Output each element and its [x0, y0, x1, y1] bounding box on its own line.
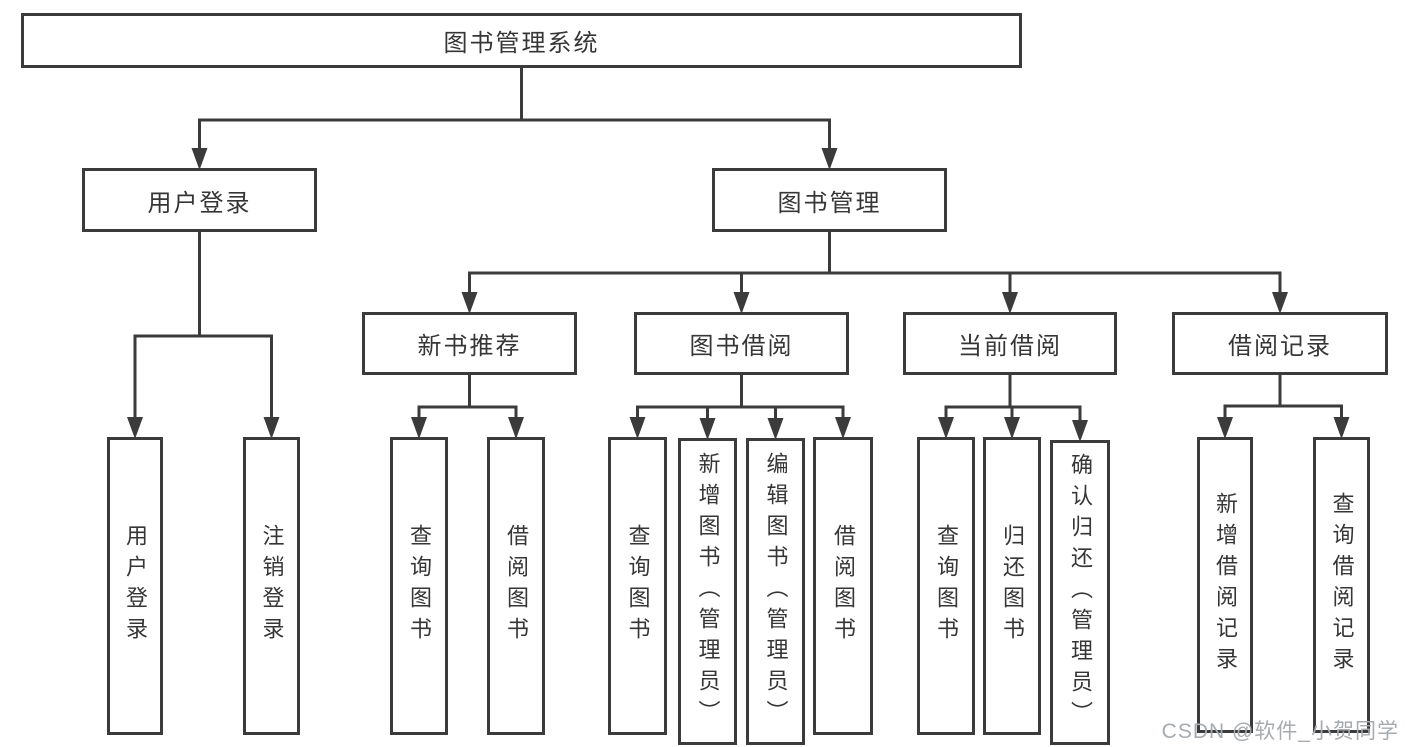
watermark: CSDN @软件_小贺同学	[1161, 720, 1399, 743]
node-borrowing-records: 借阅记录	[1172, 312, 1388, 375]
node-leaf-return-books: 归还图书	[983, 437, 1041, 735]
node-label-leaf-user-login: 用户登录	[123, 524, 148, 648]
node-label-book-borrowing: 图书借阅	[689, 333, 794, 360]
node-leaf-query-borrow-record: 查询借阅记录	[1313, 437, 1370, 733]
node-label-leaf-query-books-3: 查询图书	[934, 524, 959, 648]
node-label-leaf-query-books-2: 查询图书	[625, 524, 651, 648]
node-leaf-user-login: 用户登录	[107, 437, 163, 735]
node-label-leaf-logout: 注销登录	[259, 524, 285, 648]
node-leaf-borrow-books-2: 借阅图书	[813, 437, 873, 735]
node-current-borrowing: 当前借阅	[903, 312, 1117, 375]
node-label-leaf-query-books-1: 查询图书	[407, 524, 432, 648]
node-label-leaf-return-books: 归还图书	[1000, 524, 1025, 648]
node-label-leaf-confirm-return: 确认归还（管理员）	[1068, 453, 1093, 732]
node-label-leaf-add-books-admin: 新增图书（管理员）	[695, 452, 721, 731]
node-leaf-add-borrow-record: 新增借阅记录	[1197, 437, 1253, 733]
node-leaf-query-books-1: 查询图书	[390, 437, 448, 735]
node-leaf-confirm-return: 确认归还（管理员）	[1050, 440, 1110, 745]
node-label-new-book-recommend: 新书推荐	[417, 333, 522, 360]
node-leaf-query-books-2: 查询图书	[608, 437, 667, 735]
node-book-management: 图书管理	[712, 168, 947, 232]
node-root: 图书管理系统	[21, 13, 1022, 68]
node-label-leaf-query-borrow-record: 查询借阅记录	[1329, 492, 1355, 678]
node-label-root: 图书管理系统	[443, 30, 600, 57]
node-leaf-query-books-3: 查询图书	[917, 437, 975, 735]
node-label-leaf-borrow-books-1: 借阅图书	[504, 524, 529, 648]
node-leaf-borrow-books-1: 借阅图书	[487, 437, 545, 735]
node-label-leaf-add-borrow-record: 新增借阅记录	[1213, 492, 1238, 678]
node-leaf-add-books-admin: 新增图书（管理员）	[678, 438, 737, 745]
node-new-book-recommend: 新书推荐	[362, 312, 577, 375]
node-label-user-login: 用户登录	[147, 189, 252, 217]
node-label-current-borrowing: 当前借阅	[958, 333, 1062, 360]
node-label-book-management: 图书管理	[777, 189, 882, 217]
node-label-leaf-edit-books-admin: 编辑图书（管理员）	[763, 452, 789, 731]
node-label-borrowing-records: 借阅记录	[1228, 333, 1332, 360]
node-book-borrowing: 图书借阅	[634, 312, 849, 375]
node-leaf-edit-books-admin: 编辑图书（管理员）	[746, 438, 805, 745]
node-label-leaf-borrow-books-2: 借阅图书	[831, 524, 856, 648]
node-user-login: 用户登录	[82, 168, 317, 232]
node-leaf-logout: 注销登录	[243, 437, 300, 735]
